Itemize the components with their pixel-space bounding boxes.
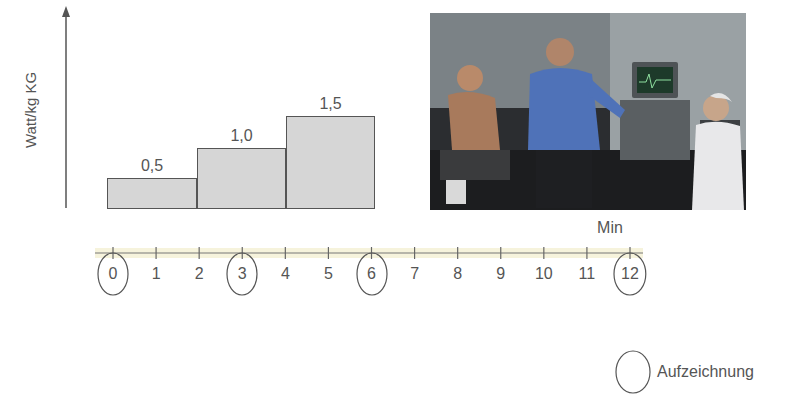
tick-mark [457,247,458,259]
tick-mark [328,247,329,259]
tick-mark [155,247,156,259]
recording-circle: 3 [226,252,258,296]
tick-mark [500,247,501,259]
legend-circle [616,351,650,393]
axis-arrowhead [62,6,70,17]
tick-number: 10 [535,265,553,283]
tick-mark [543,247,544,259]
load-bar: 1,5 [286,116,375,209]
tick-number: 8 [453,265,462,283]
recording-circle: 0 [97,252,129,296]
tick-number: 5 [324,265,333,283]
tick-mark [586,247,587,259]
recording-circle: 6 [356,252,388,296]
time-marker: 6 [367,265,376,283]
photo-illustration [430,13,746,210]
time-marker: 12 [621,265,639,283]
legend-text: Aufzeichnung [657,363,754,381]
tick-number: 1 [152,265,161,283]
bar-value: 1,0 [230,127,252,145]
tick-number: 7 [410,265,419,283]
axis-title: Watt/kg KG [22,72,39,148]
tick-number: 2 [195,265,204,283]
load-bar: 1,0 [197,148,286,209]
y-axis [65,14,67,208]
tick-mark [285,247,286,259]
tick-number: 4 [281,265,290,283]
tick-mark [414,247,415,259]
tick-number: 11 [579,265,596,283]
time-marker: 3 [238,265,247,283]
tick-number: 9 [496,265,505,283]
bar-value: 1,5 [319,95,341,113]
tick-mark [199,247,200,259]
time-marker: 0 [109,265,118,283]
load-bar: 0,5 [107,178,197,209]
bar-value: 0,5 [141,157,163,175]
axis-unit: Min [597,219,623,237]
recording-circle: 12 [613,252,647,296]
